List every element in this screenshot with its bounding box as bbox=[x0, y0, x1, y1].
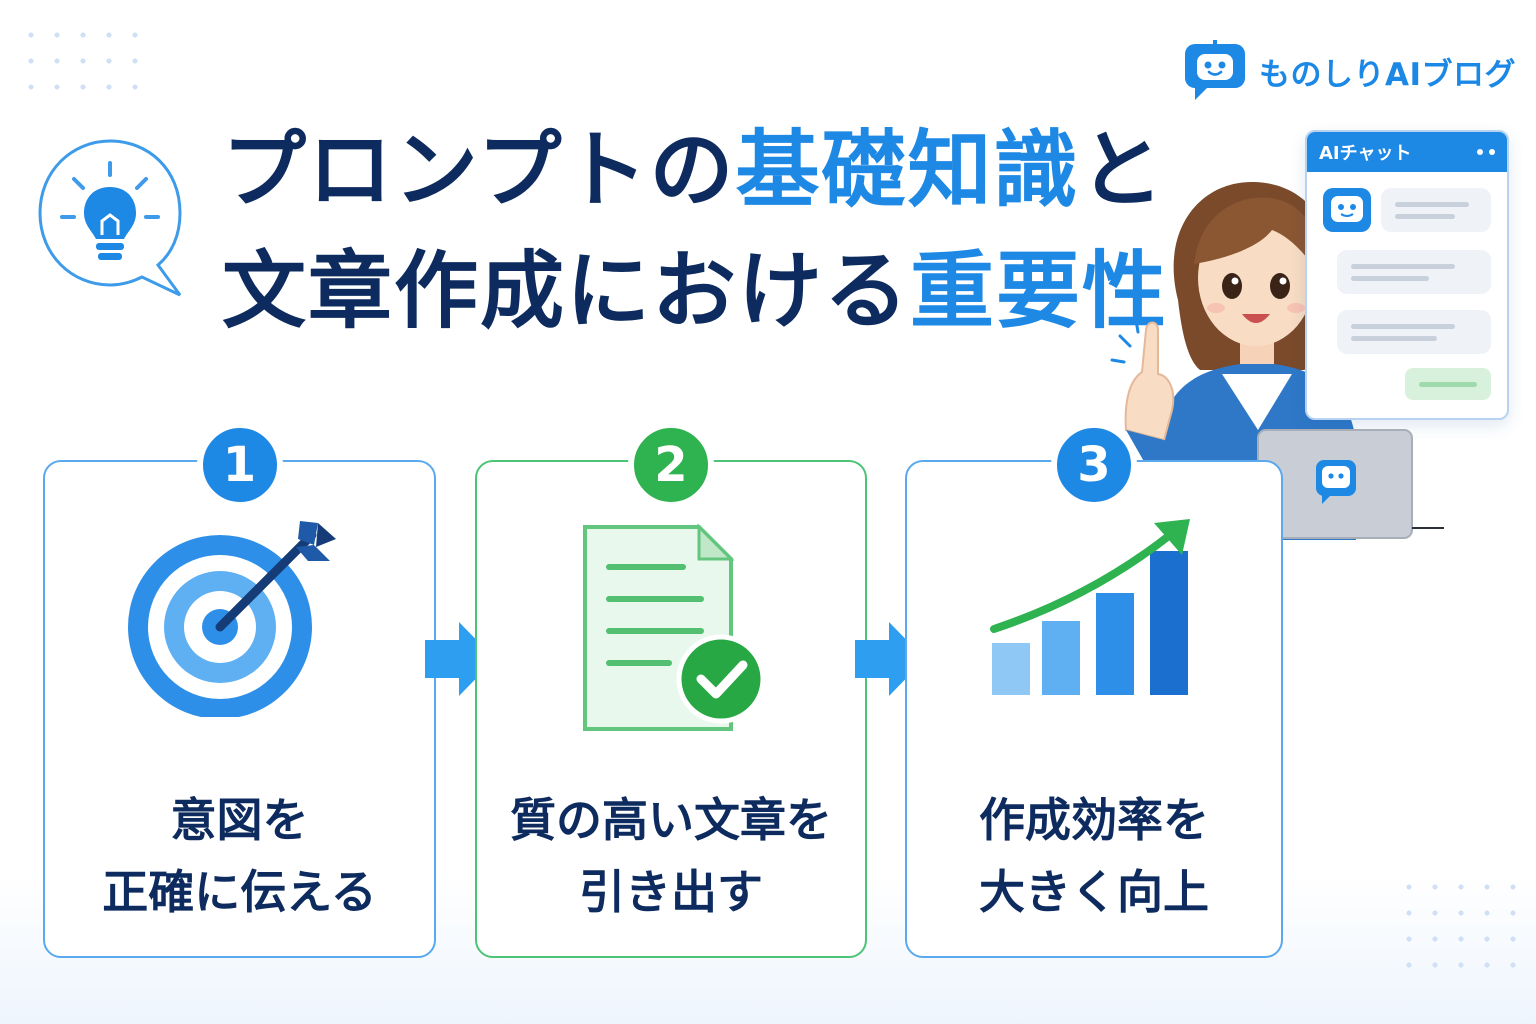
target-icon bbox=[120, 517, 360, 721]
chat-title: AIチャット bbox=[1319, 143, 1412, 164]
title-line-2-accent: 重要性 bbox=[910, 241, 1169, 340]
title-line-1-dark: プロンプトの bbox=[222, 121, 736, 219]
document-check-icon bbox=[571, 517, 771, 741]
step-line-1: 質の高い文章を bbox=[510, 793, 832, 847]
step-description: 意図を 正確に伝える bbox=[45, 784, 434, 928]
title-line-1: プロンプトの基礎知識と bbox=[222, 120, 1164, 221]
step-card-3: 3 作成効率を 大きく向上 bbox=[905, 422, 1283, 958]
step-number-badge: 1 bbox=[196, 422, 283, 508]
step-number-badge: 2 bbox=[628, 422, 714, 508]
step-line-1: 作成効率を bbox=[979, 793, 1209, 847]
title-line-1-tail: と bbox=[1079, 121, 1166, 219]
decorative-dots-bottom-right bbox=[1396, 874, 1516, 984]
lightbulb-idea-icon bbox=[30, 135, 190, 300]
step-line-2: 正確に伝える bbox=[102, 865, 377, 919]
step-card-1: 1 意図を 正確に伝える bbox=[43, 422, 436, 958]
step-description: 作成効率を 大きく向上 bbox=[907, 784, 1281, 928]
step-line-1: 意図を bbox=[170, 793, 309, 847]
title-line-1-accent: 基礎知識 bbox=[735, 121, 1080, 219]
laptop-illustration bbox=[1256, 428, 1446, 543]
robot-chat-icon bbox=[1183, 40, 1247, 102]
brand-name: ものしりAIブログ bbox=[1259, 56, 1517, 93]
page-title: プロンプトの基礎知識と 文章作成における重要性 bbox=[222, 120, 1166, 342]
decorative-dots-top-left bbox=[18, 22, 148, 102]
arrow-right-icon bbox=[425, 622, 495, 696]
title-line-2: 文章作成における重要性 bbox=[222, 241, 1166, 342]
ai-chat-window: AIチャット bbox=[1305, 130, 1509, 420]
step-line-2: 引き出す bbox=[579, 865, 763, 919]
step-number-badge: 3 bbox=[1051, 422, 1137, 508]
growth-chart-icon bbox=[984, 517, 1204, 741]
chat-messages bbox=[1323, 188, 1491, 400]
step-line-2: 大きく向上 bbox=[979, 865, 1209, 919]
chat-header: AIチャット bbox=[1307, 132, 1507, 172]
step-card-2: 2 質の高い文章を 引き出す bbox=[475, 422, 867, 958]
title-line-2-dark: 文章作成における bbox=[222, 241, 911, 340]
arrow-right-icon bbox=[855, 622, 925, 696]
chat-menu-dots-icon bbox=[1477, 149, 1495, 155]
step-description: 質の高い文章を 引き出す bbox=[477, 784, 865, 928]
brand-logo: ものしりAIブログ bbox=[1183, 40, 1516, 102]
